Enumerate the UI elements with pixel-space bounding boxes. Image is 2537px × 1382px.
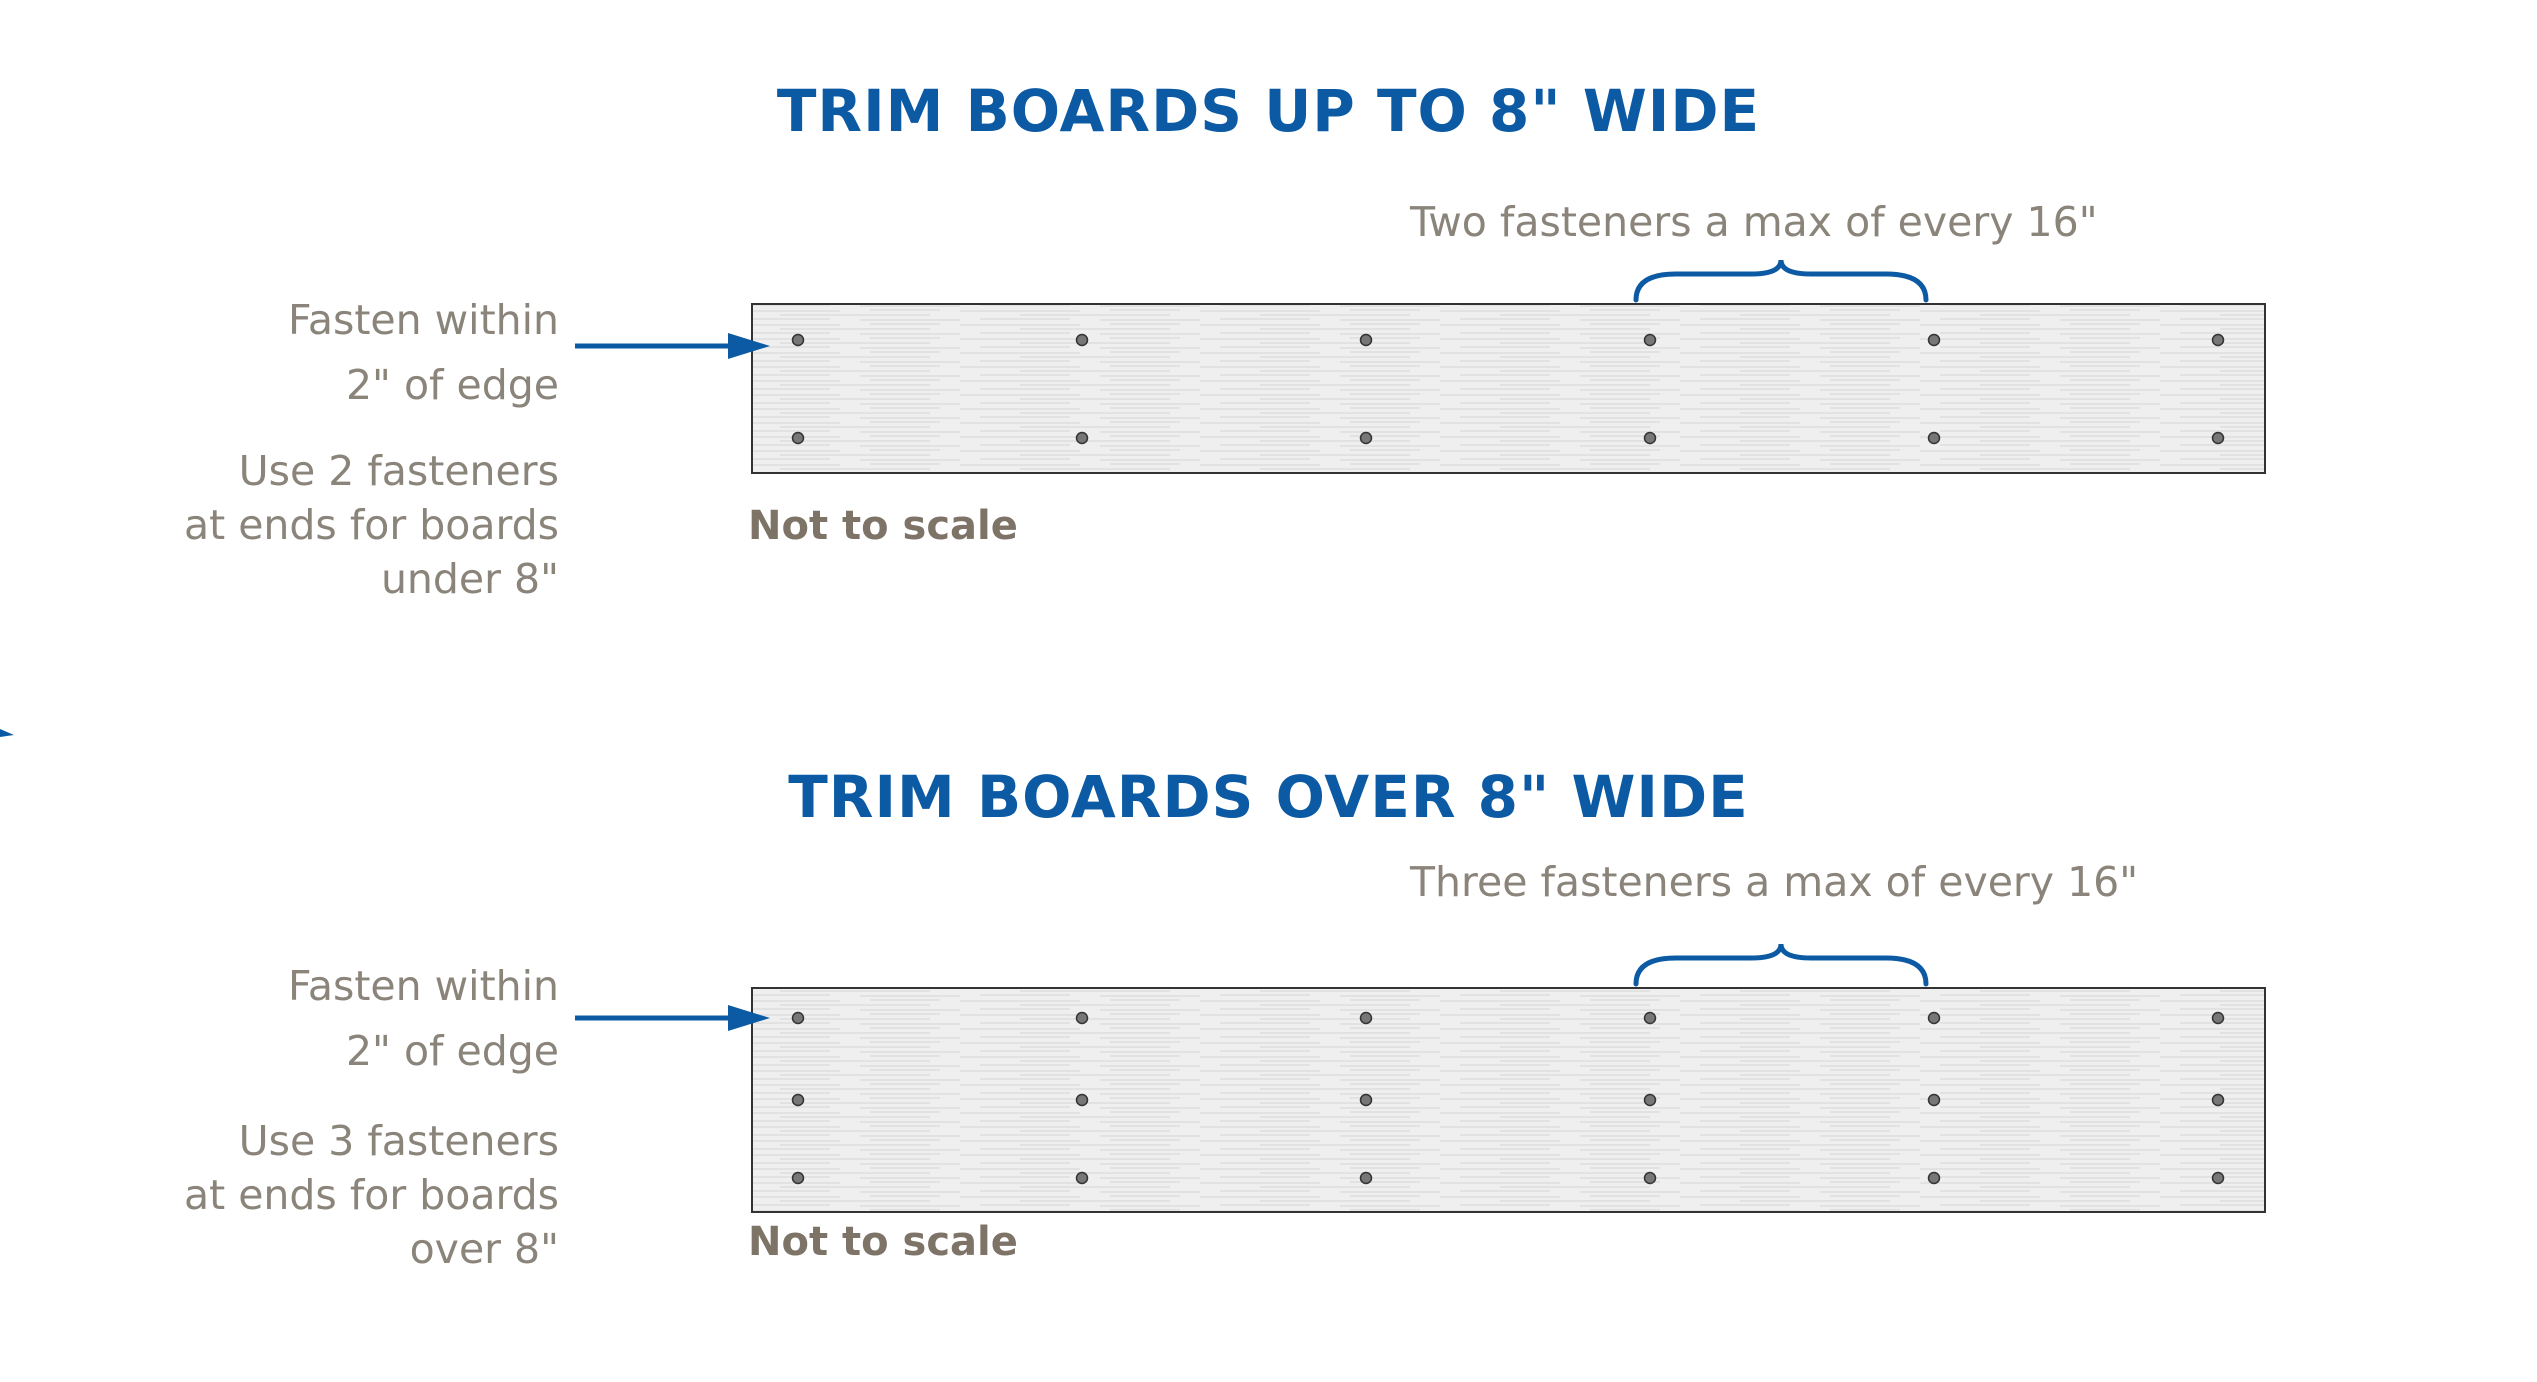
fastener-dot [1643, 333, 1657, 347]
fastener-dot [1359, 1011, 1373, 1025]
fastener-dot [1359, 333, 1373, 347]
edge-distance-note-line: Fasten within [288, 296, 559, 344]
fastener-dot [2211, 333, 2225, 347]
panel-boards-up-to-8: TRIM BOARDS UP TO 8" WIDE Two fasteners … [0, 0, 2537, 690]
fastener-dot [1359, 1171, 1373, 1185]
edge-distance-note-line: 2" of edge [345, 1027, 559, 1075]
fastener-dot [791, 1171, 805, 1185]
fastener-dot [1359, 1093, 1373, 1107]
not-to-scale-note: Not to scale [748, 1219, 1018, 1265]
board-diagram [575, 259, 2266, 474]
not-to-scale-note: Not to scale [748, 503, 1018, 549]
fastener-dot [791, 1011, 805, 1025]
fastener-dot [1643, 431, 1657, 445]
end-fastener-note: Use 3 fasteners at ends for boards over … [184, 1114, 559, 1276]
fastener-dot [1075, 333, 1089, 347]
trim-board [751, 303, 2266, 474]
end-fastener-note-line: Use 3 fasteners [238, 1117, 559, 1165]
spacing-caption: Two fasteners a max of every 16" [1410, 198, 2098, 246]
edge-distance-note-line: 2" of edge [345, 361, 559, 409]
trim-board [751, 987, 2266, 1213]
page-edge-mark [0, 729, 14, 737]
end-fastener-note-line: at ends for boards [183, 501, 559, 549]
end-fastener-note-line: at ends for boards [183, 1171, 559, 1219]
fastener-dot [1075, 431, 1089, 445]
end-fastener-note: Use 2 fasteners at ends for boards under… [184, 444, 559, 606]
spacing-brace [1633, 259, 1929, 303]
edge-distance-note-line: Fasten within [288, 962, 559, 1010]
fastener-dot [791, 333, 805, 347]
panel-boards-over-8: TRIM BOARDS OVER 8" WIDE Three fasteners… [0, 690, 2537, 1382]
end-fastener-note-line: under 8" [380, 555, 559, 603]
fastener-dot [1643, 1171, 1657, 1185]
spacing-caption: Three fasteners a max of every 16" [1410, 858, 2139, 906]
end-fastener-note-line: over 8" [409, 1225, 559, 1273]
fastener-dot [1359, 431, 1373, 445]
fastener-dot [1927, 431, 1941, 445]
fastener-dot [1075, 1171, 1089, 1185]
fastener-dot [1075, 1011, 1089, 1025]
fastener-dot [2211, 1093, 2225, 1107]
edge-distance-note: Fasten within 2" of edge [288, 954, 559, 1084]
spacing-brace [1633, 943, 1929, 987]
fastener-dot [2211, 1011, 2225, 1025]
arrow-head [728, 333, 770, 359]
fastener-dot [1643, 1093, 1657, 1107]
fastener-dot [2211, 1171, 2225, 1185]
fastener-dot [1927, 1171, 1941, 1185]
fastener-dot [791, 431, 805, 445]
board-diagram [575, 943, 2266, 1213]
panel-heading: TRIM BOARDS UP TO 8" WIDE [776, 77, 1761, 145]
panel-heading: TRIM BOARDS OVER 8" WIDE [788, 763, 1749, 831]
end-fastener-note-line: Use 2 fasteners [238, 447, 559, 495]
fastener-dot [1643, 1011, 1657, 1025]
fastener-dot [791, 1093, 805, 1107]
fastener-dot [2211, 431, 2225, 445]
fastener-dot [1927, 333, 1941, 347]
fastener-dot [1927, 1093, 1941, 1107]
fastener-dot [1927, 1011, 1941, 1025]
arrow-head [728, 1005, 770, 1031]
fastener-dot [1075, 1093, 1089, 1107]
edge-distance-note: Fasten within 2" of edge [288, 288, 559, 418]
